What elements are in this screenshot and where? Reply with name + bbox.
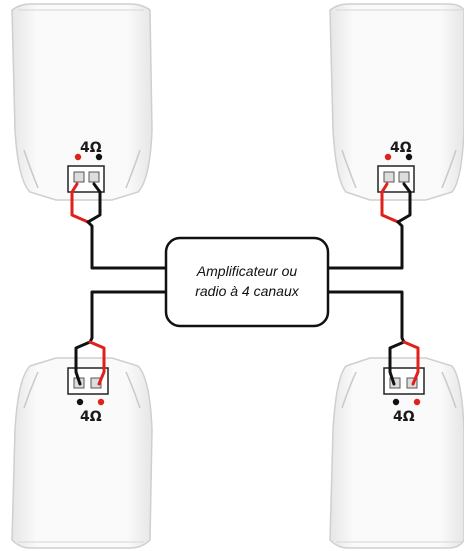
wire-positive-top-right [380,182,400,224]
negative-terminal-dot [405,153,413,161]
amplifier-label-line1: Amplificateur ou [196,263,298,279]
positive-terminal-dot [413,398,421,406]
speaker-bottom-left: 4Ω [11,357,153,549]
impedance-label: 4Ω [390,140,412,156]
positive-terminal-dot [97,398,105,406]
impedance-label: 4Ω [80,140,102,156]
terminal-block [67,367,109,395]
speaker-top-left: 4Ω [11,3,153,201]
speaker-bottom-right: 4Ω [329,357,464,549]
cable-top-right [320,220,404,270]
positive-terminal-dot [384,153,392,161]
wire-positive-bottom-right [402,340,420,386]
amplifier-box: Amplificateur ou radio à 4 canaux [164,236,330,328]
wire-negative-bottom-left [74,340,92,386]
wire-positive-top-left [70,182,90,224]
negative-terminal-dot [95,153,103,161]
amplifier-label-line2: radio à 4 canaux [195,283,300,299]
cable-bottom-left [88,290,174,344]
positive-terminal-dot [74,153,82,161]
cable-bottom-right [320,290,406,344]
impedance-label: 4Ω [80,409,102,425]
speaker-top-right: 4Ω [329,3,464,201]
cable-top-left [86,220,174,270]
wire-negative-top-right [396,182,412,224]
wire-negative-bottom-right [388,340,406,386]
wire-positive-bottom-left [88,340,106,386]
wire-negative-top-left [86,182,102,224]
negative-terminal-dot [392,398,400,406]
speaker-wires [70,182,420,386]
impedance-label: 4Ω [393,409,415,425]
negative-terminal-dot [76,398,84,406]
